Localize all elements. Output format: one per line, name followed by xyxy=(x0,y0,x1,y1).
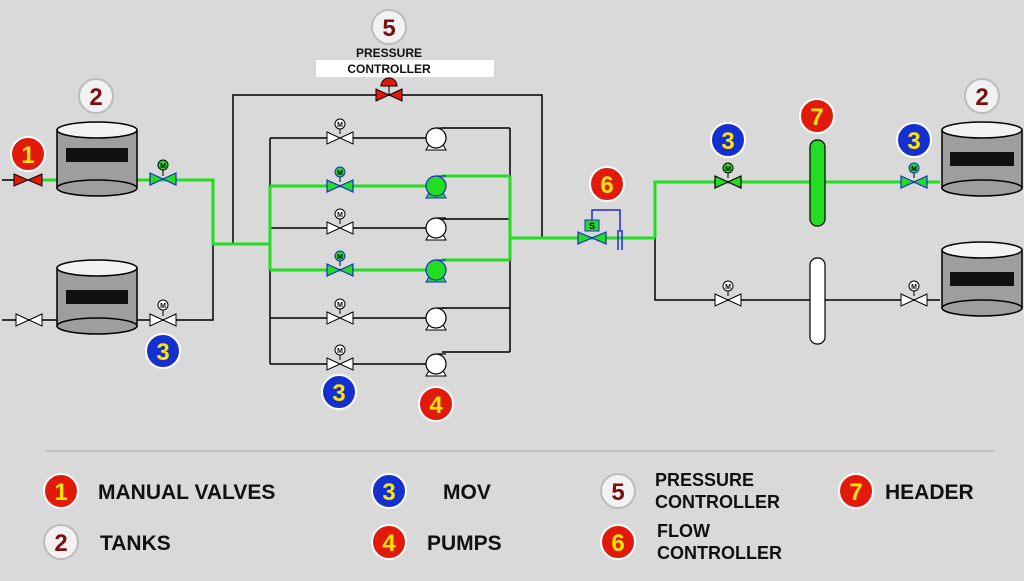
mov-left-top[interactable] xyxy=(149,159,177,186)
svg-text:MOV: MOV xyxy=(443,481,491,504)
mov-right-tank-lower[interactable] xyxy=(900,280,928,307)
motor-glyph: M xyxy=(160,163,166,170)
header-inactive xyxy=(809,257,826,345)
pump-6[interactable] xyxy=(425,353,447,377)
pump-3[interactable] xyxy=(425,217,447,241)
mov-right-tank-upper[interactable] xyxy=(900,162,928,189)
svg-text:PUMPS: PUMPS xyxy=(427,532,502,555)
active-piping xyxy=(42,174,940,272)
svg-text:PRESSURE: PRESSURE xyxy=(655,470,754,490)
mov-row-4[interactable] xyxy=(326,250,354,277)
pump-1[interactable] xyxy=(425,127,447,151)
motor-glyph: M xyxy=(160,303,166,310)
badge-tank-right: 2 xyxy=(964,78,1000,114)
mov-right-lower[interactable] xyxy=(714,280,742,307)
pressure-controller-label-line1: PRESSURE xyxy=(356,46,422,60)
badge-manual-valve: 1 xyxy=(10,136,46,172)
badge-flow-controller: 6 xyxy=(589,166,625,202)
mov-row-3[interactable] xyxy=(326,208,354,235)
svg-text:3: 3 xyxy=(721,128,734,155)
motor-glyph: M xyxy=(911,284,917,291)
mov-row-5[interactable] xyxy=(326,298,354,325)
svg-text:MANUAL VALVES: MANUAL VALVES xyxy=(98,481,275,504)
svg-text:5: 5 xyxy=(382,15,395,42)
pump-4[interactable] xyxy=(425,259,447,283)
manual-valve-white[interactable] xyxy=(15,313,43,327)
svg-text:TANKS: TANKS xyxy=(100,532,171,555)
badge-tank-left: 2 xyxy=(78,78,114,114)
pressure-controller-label-box xyxy=(316,60,494,77)
svg-text:3: 3 xyxy=(332,380,345,407)
svg-text:3: 3 xyxy=(382,479,395,506)
tank-top-right xyxy=(941,121,1023,197)
badge-mov-right-upper: 3 xyxy=(710,122,746,158)
legend-item-pressure-controller: 5 PRESSURE CONTROLLER xyxy=(600,470,780,512)
svg-text:2: 2 xyxy=(975,84,988,111)
motor-glyph: M xyxy=(725,284,731,291)
badge-mov-left-bottom: 3 xyxy=(145,333,181,369)
svg-text:4: 4 xyxy=(429,392,443,419)
flow-controller-valve[interactable]: S xyxy=(577,219,623,250)
svg-text:HEADER: HEADER xyxy=(885,481,974,504)
legend-item-pumps: 4 PUMPS xyxy=(371,524,502,560)
mov-row-1[interactable] xyxy=(326,118,354,145)
legend: 1 MANUAL VALVES 3 MOV 5 PRESSURE CONTROL… xyxy=(43,470,974,563)
tank-bottom-left xyxy=(56,259,138,335)
mov-row-2[interactable] xyxy=(326,166,354,193)
svg-text:2: 2 xyxy=(54,530,67,557)
legend-item-header: 7 HEADER xyxy=(838,473,974,509)
svg-text:4: 4 xyxy=(382,530,396,557)
motor-glyph: M xyxy=(337,302,343,309)
badge-pump: 4 xyxy=(418,386,454,422)
motor-glyph: M xyxy=(337,348,343,355)
badge-pressure-controller: 5 xyxy=(371,9,407,45)
svg-text:2: 2 xyxy=(89,84,102,111)
pressure-controller-label-line2: CONTROLLER xyxy=(347,62,431,76)
badge-header: 7 xyxy=(799,98,835,134)
motor-glyphs: M M M M M M M M M M M M xyxy=(160,122,917,355)
svg-text:3: 3 xyxy=(907,128,920,155)
mov-right-upper[interactable] xyxy=(714,162,742,189)
motor-glyph: M xyxy=(337,122,343,129)
svg-text:3: 3 xyxy=(156,339,169,366)
legend-item-flow-controller: 6 FLOW CONTROLLER xyxy=(600,521,782,563)
tank-top-left xyxy=(56,121,138,197)
svg-text:6: 6 xyxy=(600,172,613,199)
svg-text:CONTROLLER: CONTROLLER xyxy=(657,543,782,563)
legend-item-tanks: 2 TANKS xyxy=(43,524,171,560)
motor-glyph: M xyxy=(337,170,343,177)
svg-text:FLOW: FLOW xyxy=(657,521,710,541)
solenoid-symbol: S xyxy=(589,221,595,231)
header-active xyxy=(809,139,826,227)
mov-row-6[interactable] xyxy=(326,344,354,371)
svg-text:1: 1 xyxy=(54,479,67,506)
svg-text:7: 7 xyxy=(849,479,862,506)
pump-5[interactable] xyxy=(425,307,447,331)
tank-bottom-right xyxy=(941,241,1023,317)
badge-mov-right-tank: 3 xyxy=(896,122,932,158)
legend-item-mov: 3 MOV xyxy=(371,473,491,509)
pump-2[interactable] xyxy=(425,175,447,199)
svg-text:5: 5 xyxy=(611,479,624,506)
motor-glyph: M xyxy=(337,212,343,219)
svg-text:CONTROLLER: CONTROLLER xyxy=(655,492,780,512)
manual-valve-red[interactable] xyxy=(2,173,43,187)
motor-glyph: M xyxy=(911,166,917,173)
inactive-piping xyxy=(2,94,940,365)
motor-glyph: M xyxy=(725,166,731,173)
badge-mov-middle-bottom: 3 xyxy=(321,374,357,410)
motor-glyph: M xyxy=(337,254,343,261)
svg-text:7: 7 xyxy=(810,104,823,131)
legend-item-manual-valves: 1 MANUAL VALVES xyxy=(43,473,275,509)
svg-text:1: 1 xyxy=(21,142,34,169)
svg-text:6: 6 xyxy=(611,530,624,557)
mov-left-bottom[interactable] xyxy=(149,299,177,327)
pressure-controller-valve[interactable] xyxy=(375,77,403,102)
